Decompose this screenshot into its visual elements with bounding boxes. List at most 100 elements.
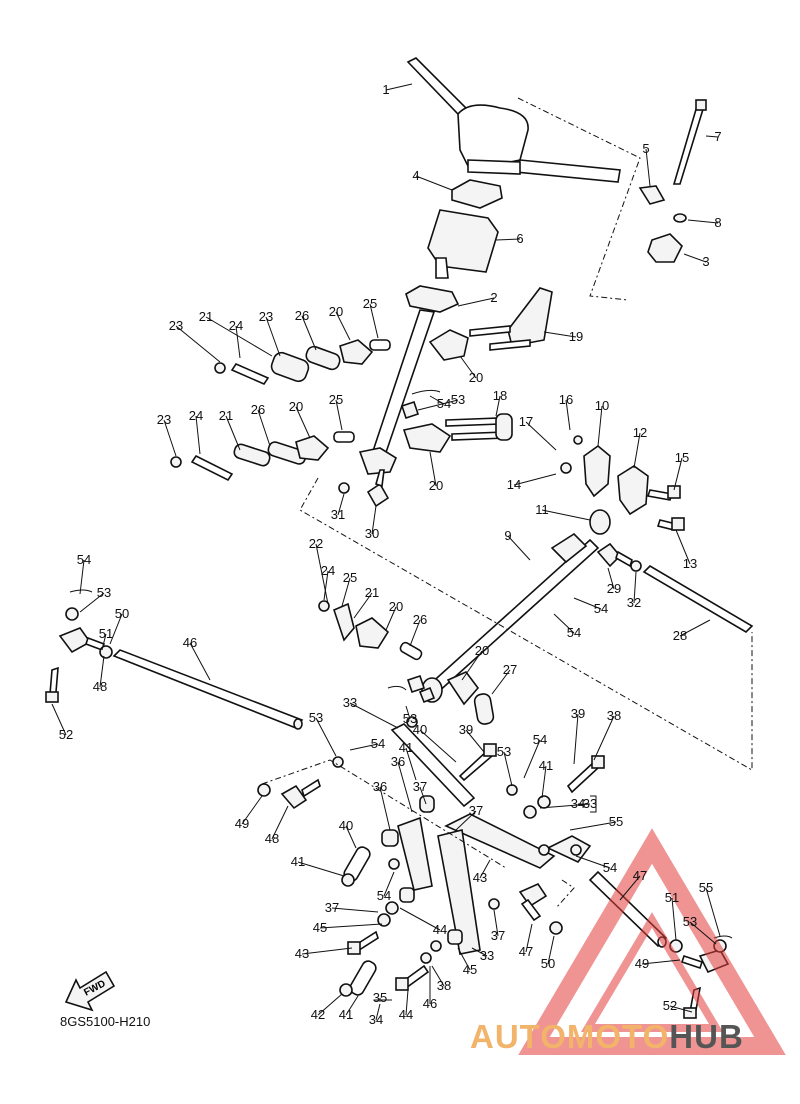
callout-number: 41: [399, 740, 413, 755]
bolt-7: [672, 99, 707, 185]
leader-line: [163, 419, 177, 457]
leader-line: [405, 747, 417, 781]
leader-line: [101, 633, 107, 651]
leader-line: [323, 570, 329, 601]
leader-line: [493, 909, 499, 937]
callout-number: 49: [235, 816, 249, 831]
steering-column-cover: [427, 209, 499, 279]
callout-number: 25: [363, 296, 377, 311]
callout-number: 49: [635, 956, 649, 971]
callout-number: 37: [325, 900, 339, 915]
leader-line: [669, 1005, 693, 1013]
leader-line: [415, 175, 453, 191]
callout-number: 53: [403, 711, 417, 726]
callout-number: 38: [607, 708, 621, 723]
callout-number: 9: [504, 528, 511, 543]
leader-line: [301, 315, 317, 351]
leader-line: [383, 871, 395, 897]
callout-number: 6: [516, 231, 523, 246]
handlebar-holder-upper: [451, 179, 503, 209]
leader-line: [541, 509, 591, 521]
callout-number: 39: [571, 706, 585, 721]
callout-number: 17: [519, 414, 533, 429]
washer-8: [673, 213, 687, 223]
callout-number: 16: [559, 392, 573, 407]
callout-number: 47: [633, 868, 647, 883]
leader-line: [345, 825, 357, 849]
leader-line: [673, 457, 683, 491]
callout-number: 52: [59, 727, 73, 742]
leader-line: [479, 859, 491, 879]
callout-number: 20: [329, 304, 343, 319]
callout-number: 20: [429, 478, 443, 493]
callout-number: 37: [491, 928, 505, 943]
leader-line: [513, 473, 557, 486]
callout-number: 34: [571, 796, 585, 811]
leader-line: [569, 821, 617, 831]
leader-line: [341, 577, 351, 607]
callout-number: 54: [371, 736, 385, 751]
leader-line: [349, 743, 379, 751]
callout-number: 3: [702, 254, 709, 269]
leader-line: [597, 405, 603, 447]
leader-line: [241, 795, 263, 825]
callout-number: 33: [583, 796, 597, 811]
leader-line: [523, 739, 541, 779]
leader-line: [175, 325, 221, 363]
callout-number: 55: [699, 880, 713, 895]
leader-line: [375, 1003, 381, 1021]
callout-number: 13: [683, 556, 697, 571]
leader-line: [465, 729, 485, 753]
tie-rod-end-48: [45, 589, 113, 703]
callout-number: 26: [251, 402, 265, 417]
leader-line: [335, 311, 351, 341]
callout-number: 7: [714, 129, 721, 144]
callout-number: 45: [463, 962, 477, 977]
watermark-text-b: HUB: [669, 1018, 744, 1055]
leader-line: [671, 897, 677, 941]
leader-line: [301, 947, 353, 955]
callout-number: 53: [683, 914, 697, 929]
leader-line: [495, 395, 501, 417]
leader-line: [349, 702, 399, 729]
leader-line: [353, 592, 373, 619]
callout-number: 54: [603, 860, 617, 875]
leader-line: [315, 543, 329, 605]
callout-number: 20: [469, 370, 483, 385]
leader-line: [335, 399, 343, 431]
callout-number: 27: [503, 662, 517, 677]
callout-number: 47: [519, 944, 533, 959]
callout-number: 25: [329, 392, 343, 407]
leader-line: [419, 786, 427, 805]
leader-line: [429, 451, 437, 487]
callout-number: 32: [627, 595, 641, 610]
watermark-logo: [518, 828, 786, 1055]
leader-line: [205, 316, 273, 357]
callout-number: 54: [567, 625, 581, 640]
leader-line: [331, 907, 379, 913]
leader-line: [405, 705, 411, 720]
bracket-19: [469, 287, 553, 351]
leader-line: [575, 855, 611, 869]
leader-line: [645, 148, 651, 187]
leader-line: [507, 535, 531, 561]
leader-line: [689, 921, 717, 945]
callout-number: 50: [115, 606, 129, 621]
callout-number: 41: [339, 1007, 353, 1022]
leader-line: [543, 331, 577, 338]
leader-line: [525, 421, 557, 451]
leader-line: [461, 650, 483, 681]
bushings-36-40-44: [339, 795, 551, 997]
callout-number: 54: [377, 888, 391, 903]
leader-line: [409, 619, 421, 647]
leader-line: [379, 786, 391, 831]
leader-line: [431, 965, 445, 987]
callout-number: 20: [289, 399, 303, 414]
callout-number: 4: [412, 168, 419, 183]
leader-line: [471, 947, 488, 957]
callout-number: 53: [497, 744, 511, 759]
callout-number: 55: [609, 814, 623, 829]
callout-number: 37: [413, 779, 427, 794]
callout-number: 20: [475, 643, 489, 658]
